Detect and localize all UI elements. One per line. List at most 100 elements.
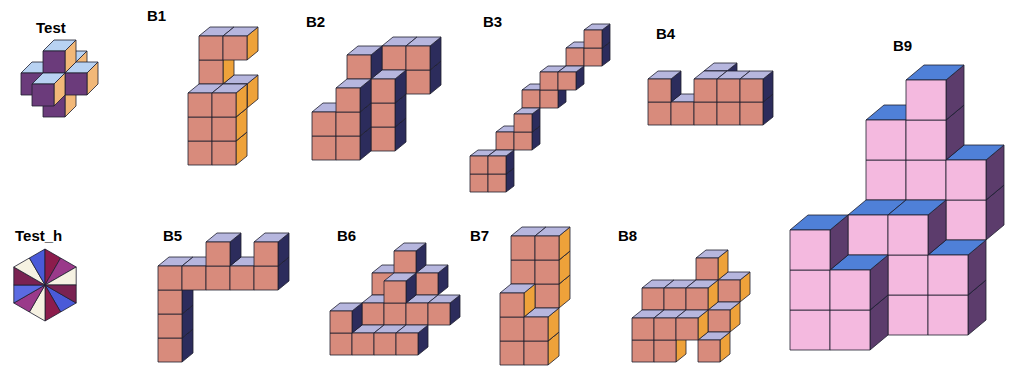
cube-front-face [158, 290, 182, 314]
cube-top-face [254, 233, 289, 242]
cube-front-face [740, 102, 763, 125]
unit-cube [535, 227, 570, 260]
cube-front-face [382, 46, 406, 70]
cube-front-face [158, 266, 182, 290]
figure-label: B9 [893, 38, 912, 54]
unit-cube [790, 215, 848, 270]
figure-label: B6 [337, 228, 356, 244]
unit-cube [336, 79, 371, 112]
cube-front-face [188, 93, 212, 117]
cube-front-face [384, 303, 406, 325]
figure-label: B7 [470, 228, 489, 244]
cube-front-face [396, 333, 418, 355]
figure-label: Test_h [15, 228, 62, 244]
unit-cube [584, 24, 610, 48]
cube-front-face [906, 120, 946, 160]
cube-front-face [500, 341, 524, 365]
cube-top-face [535, 227, 570, 236]
cube-top-face [212, 84, 247, 93]
cube-front-face [496, 132, 514, 150]
unit-cube [676, 310, 708, 340]
cube-front-face [866, 120, 906, 160]
cube-front-face [312, 112, 336, 136]
cube-front-face [718, 280, 740, 302]
rhombic-projection [14, 249, 76, 321]
cube-top-face [406, 37, 441, 46]
cube-front-face [406, 46, 430, 70]
rhombus-face [14, 285, 45, 303]
cube-front-face [406, 70, 430, 94]
cube-front-face [223, 36, 247, 60]
unit-cube [223, 27, 258, 60]
cube-front-face [470, 174, 488, 192]
cube-front-face [698, 340, 720, 362]
cube-top-face [676, 310, 708, 318]
cube-top-face [648, 71, 681, 79]
cube-front-face [384, 281, 406, 303]
cube-front-face [535, 284, 559, 308]
cube-front-face [362, 303, 384, 325]
unit-cube [888, 200, 946, 255]
cube-top-face [32, 73, 65, 84]
unit-cube [558, 66, 584, 90]
cube-front-face [584, 30, 602, 48]
unit-cube [696, 250, 728, 280]
cube-front-face [830, 310, 870, 350]
cube-front-face [254, 242, 278, 266]
cube-top-face [686, 280, 718, 288]
cube-front-face [535, 236, 559, 260]
cube-front-face [416, 273, 438, 295]
cube-top-face [396, 325, 428, 333]
cube-front-face [676, 318, 698, 340]
cube-front-face [500, 293, 524, 317]
rhombus-face [29, 249, 45, 285]
polycube-figure [330, 243, 460, 355]
cube-front-face [511, 236, 535, 260]
cube-front-face [946, 160, 986, 200]
polycube-figure [312, 37, 441, 160]
polycube-figure [790, 65, 1004, 350]
cube-front-face [212, 93, 236, 117]
cube-front-face [406, 303, 428, 325]
cube-front-face [65, 73, 87, 95]
cube-top-face [206, 233, 241, 242]
cube-top-face [584, 24, 610, 30]
cube-front-face [566, 48, 584, 66]
cube-front-face [182, 266, 206, 290]
cube-front-face [540, 72, 558, 90]
unit-cube [428, 295, 460, 325]
cube-top-face [330, 303, 362, 311]
cube-front-face [632, 318, 654, 340]
cube-front-face [654, 318, 676, 340]
unit-cube [384, 273, 416, 303]
polycube-figure [21, 40, 98, 117]
cube-top-face [43, 40, 76, 51]
unit-cube [254, 233, 289, 266]
figure-label: B1 [147, 8, 166, 24]
cube-top-face [500, 284, 535, 293]
cube-front-face [928, 255, 968, 295]
cube-front-face [206, 242, 230, 266]
unit-cube [32, 73, 65, 106]
cube-top-face [740, 71, 773, 79]
cube-front-face [696, 258, 718, 280]
cube-front-face [946, 200, 986, 240]
unit-cube [740, 71, 773, 102]
cube-front-face [254, 266, 278, 290]
unit-cube [514, 108, 540, 132]
cube-front-face [790, 310, 830, 350]
cube-top-face [514, 108, 540, 114]
cube-front-face [888, 255, 928, 295]
unit-cube [347, 46, 382, 79]
cube-front-face [740, 79, 763, 102]
cube-front-face [524, 341, 548, 365]
cube-front-face [888, 295, 928, 335]
cube-front-face [906, 80, 946, 120]
cube-front-face [488, 156, 506, 174]
cube-front-face [371, 103, 395, 127]
cube-front-face [514, 114, 532, 132]
cube-top-face [336, 79, 371, 88]
rhombus-face [14, 285, 45, 312]
rhombus-face [45, 258, 76, 285]
